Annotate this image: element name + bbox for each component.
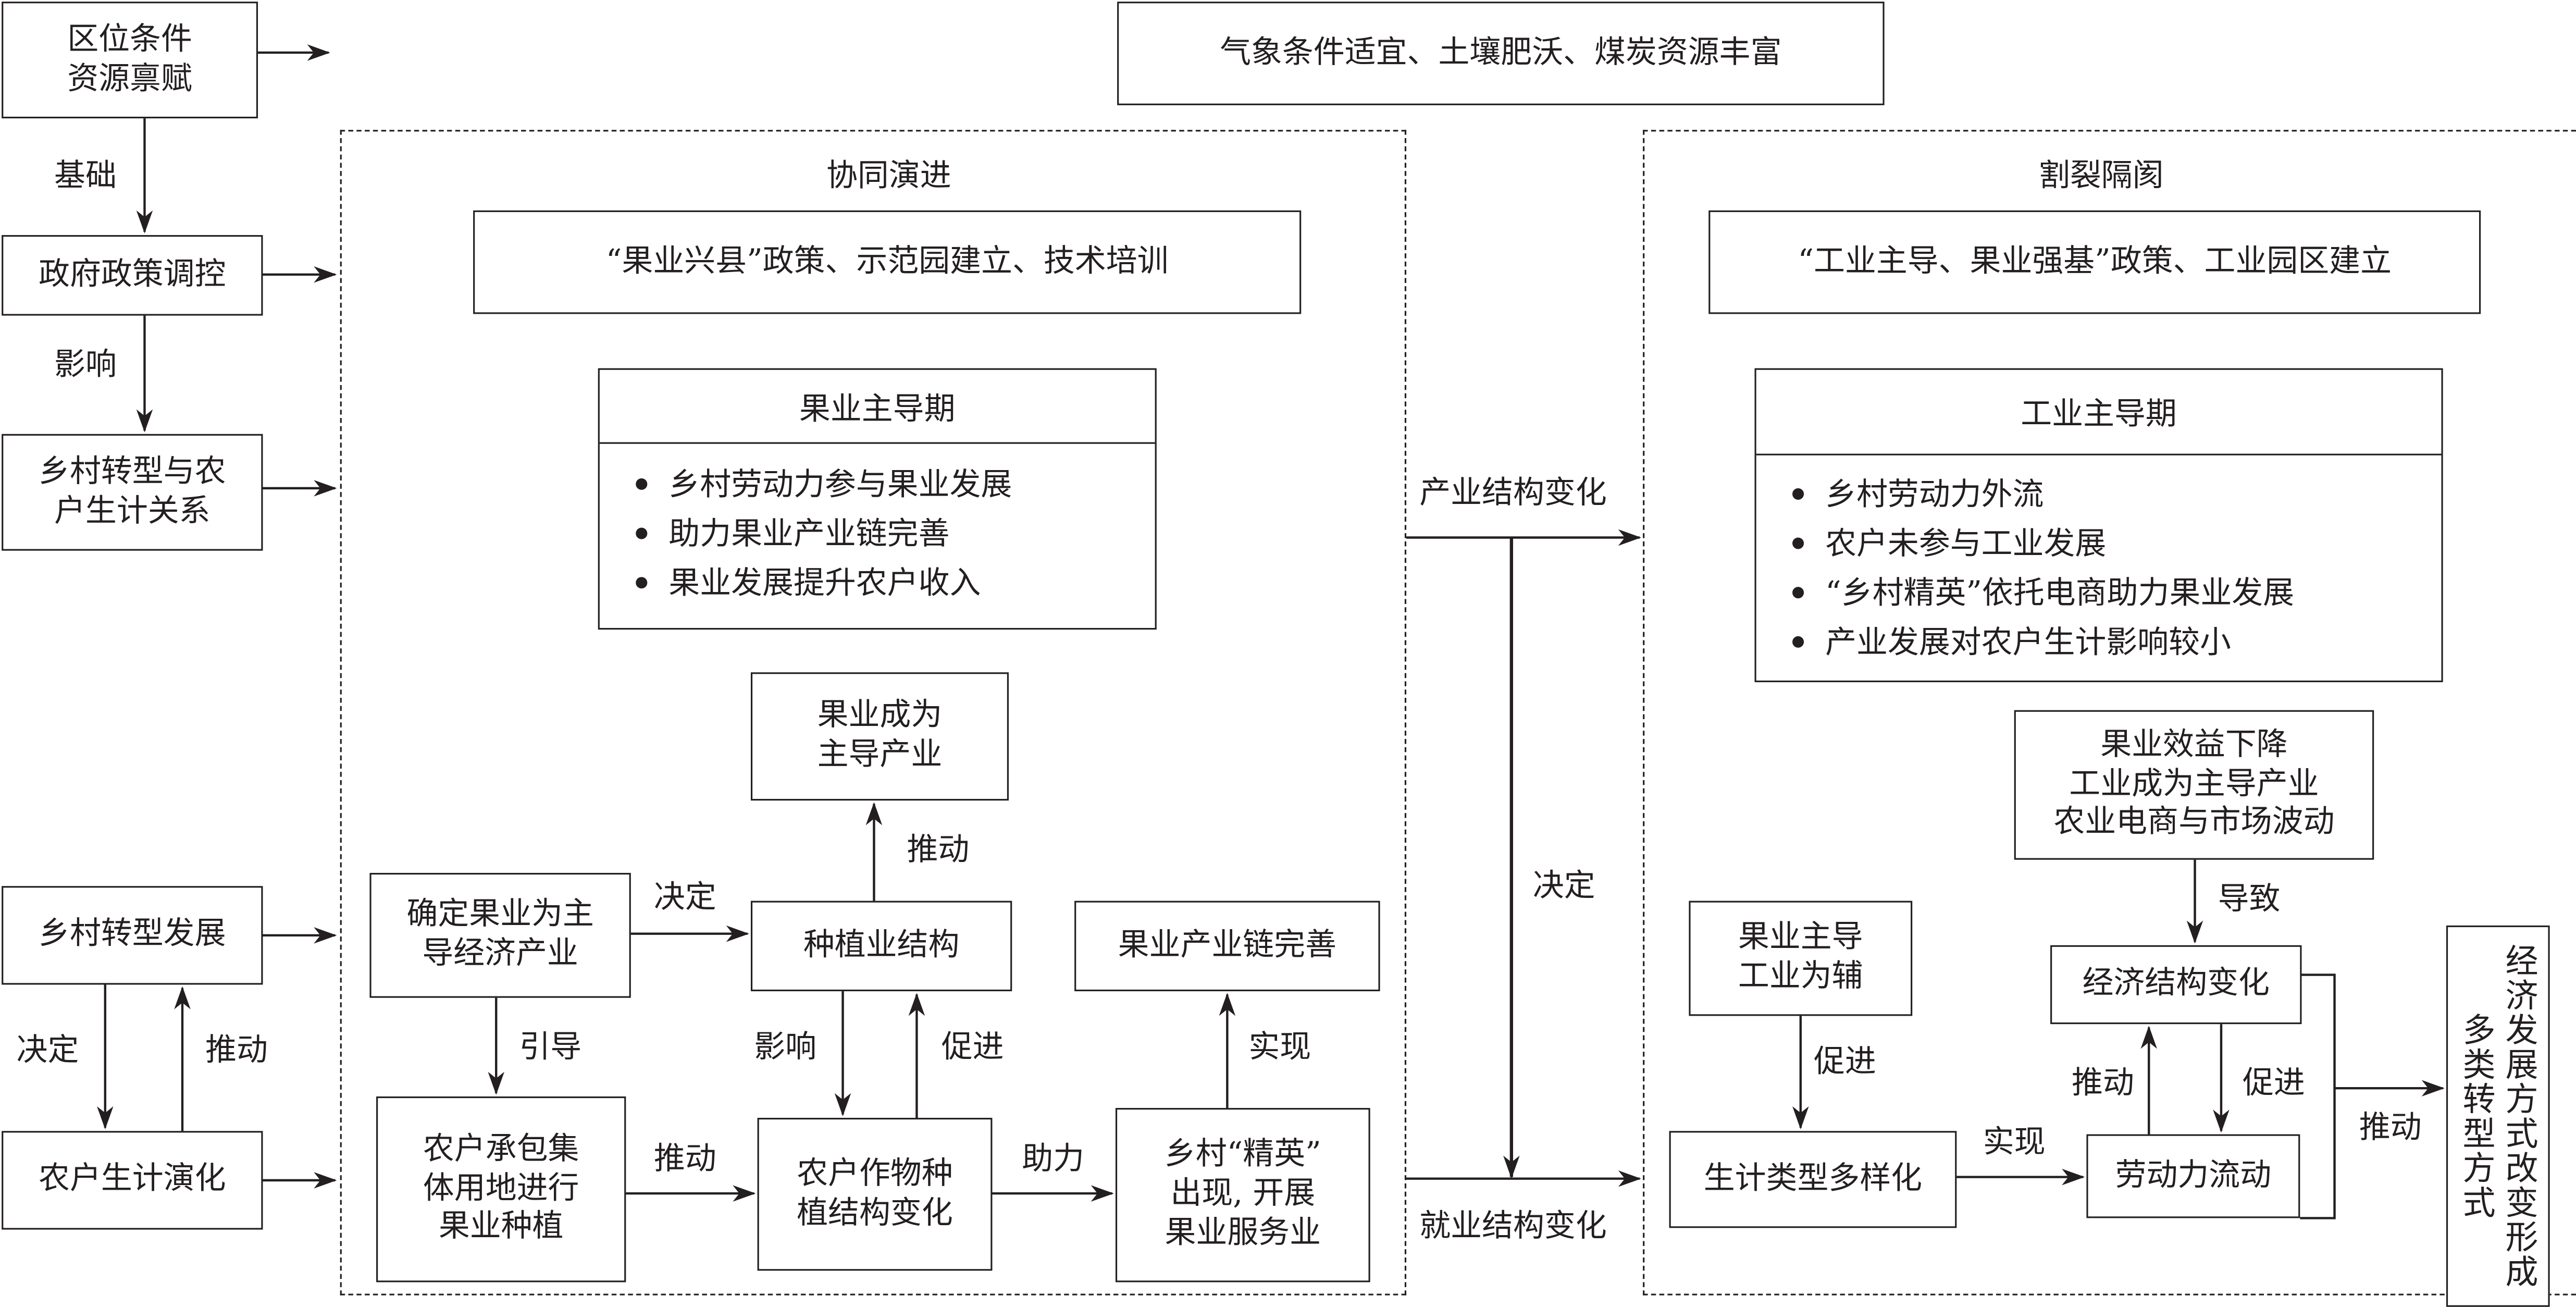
bullet-icon <box>636 577 648 589</box>
gov-policy-box: 政府政策调控 <box>2 235 263 316</box>
label-promote-synergy: 促进 <box>941 1029 1004 1066</box>
fruit-dominant-box: 果业成为 主导产业 <box>750 672 1009 801</box>
label-realize-split: 实现 <box>1983 1124 2046 1161</box>
list-item-text: 农户未参与工业发展 <box>1825 526 2107 562</box>
label-influence: 影响 <box>54 347 117 383</box>
relationship-box: 乡村转型与农 户生计关系 <box>2 434 263 551</box>
fruit-main-aux-box: 果业主导 工业为辅 <box>1689 901 1913 1016</box>
list-item: 乡村劳动力参与果业发展 <box>636 460 1155 510</box>
list-item-text: 乡村劳动力参与果业发展 <box>668 466 1012 503</box>
livelihood-diverse-box: 生计类型多样化 <box>1669 1131 1957 1228</box>
fruit-period-box: 果业主导期 乡村劳动力参与果业发展 助力果业产业链完善 果业发展提升农户收入 <box>598 368 1157 630</box>
rural-transform-box: 乡村转型发展 <box>2 886 263 985</box>
split-title: 割裂隔阂 <box>2038 157 2164 194</box>
industry-period-title: 工业主导期 <box>1756 370 2442 455</box>
label-employment-change: 就业结构变化 <box>1419 1208 1607 1244</box>
label-decide-middle: 决定 <box>1532 868 1595 904</box>
crop-change-box: 农户作物种 植结构变化 <box>757 1117 993 1271</box>
conditions-box: 气象条件适宜、土壤肥沃、煤炭资源丰富 <box>1117 2 1885 105</box>
bullet-icon <box>1792 636 1804 648</box>
label-industry-change: 产业结构变化 <box>1419 475 1607 512</box>
bullet-icon <box>1792 537 1804 549</box>
list-item: 果业发展提升农户收入 <box>636 559 1155 608</box>
label-push-up-synergy: 推动 <box>907 832 970 868</box>
fruit-period-title: 果业主导期 <box>599 370 1155 444</box>
contract-land-box: 农户承包集 体用地进行 果业种植 <box>376 1096 626 1283</box>
list-item-text: 助力果业产业链完善 <box>668 516 950 552</box>
label-push-left: 推动 <box>205 1032 268 1069</box>
synergy-title: 协同演进 <box>826 157 951 194</box>
fruit-policy-box: “果业兴县”政策、示范园建立、技术培训 <box>473 210 1302 314</box>
list-item-text: 果业发展提升农户收入 <box>668 565 981 602</box>
planting-structure-box: 种植业结构 <box>750 901 1012 992</box>
label-promote-down-split: 促进 <box>2242 1065 2305 1102</box>
list-item: 乡村劳动力外流 <box>1792 470 2441 520</box>
bullet-icon <box>636 478 648 490</box>
label-influence-synergy: 影响 <box>754 1029 817 1066</box>
label-assist: 助力 <box>1022 1141 1085 1177</box>
decline-box: 果业效益下降 工业成为主导产业 农业电商与市场波动 <box>2014 710 2374 860</box>
outcome-box: 经济发展方式改变形成多类转型方式 <box>2446 925 2550 1307</box>
fruit-period-list: 乡村劳动力参与果业发展 助力果业产业链完善 果业发展提升农户收入 <box>600 444 1155 608</box>
chain-complete-box: 果业产业链完善 <box>1074 901 1380 992</box>
bullet-icon <box>1792 587 1804 599</box>
label-guide: 引导 <box>519 1029 582 1066</box>
label-push-up-split: 推动 <box>2072 1065 2134 1102</box>
label-promote-left-split: 促进 <box>1814 1044 1876 1080</box>
split-panel <box>1643 130 2576 1296</box>
label-realize-synergy: 实现 <box>1248 1029 1311 1066</box>
industry-period-list: 乡村劳动力外流 农户未参与工业发展 “乡村精英”依托电商助力果业发展 产业发展对… <box>1756 455 2442 668</box>
list-item: 助力果业产业链完善 <box>636 510 1155 559</box>
label-push-right-split: 推动 <box>2359 1109 2422 1146</box>
bullet-icon <box>1792 488 1804 500</box>
list-item: 农户未参与工业发展 <box>1792 520 2441 569</box>
label-lead: 导致 <box>2218 881 2281 918</box>
industry-period-box: 工业主导期 乡村劳动力外流 农户未参与工业发展 “乡村精英”依托电商助力果业发展… <box>1754 368 2443 683</box>
labor-flow-box: 劳动力流动 <box>2086 1134 2300 1218</box>
location-resources-box: 区位条件 资源禀赋 <box>2 2 258 119</box>
livelihood-evolution-box: 农户生计演化 <box>2 1131 263 1230</box>
list-item-text: “乡村精英”依托电商助力果业发展 <box>1825 575 2295 612</box>
synergy-panel <box>340 130 1407 1296</box>
label-decide-left: 决定 <box>16 1032 79 1069</box>
economic-structure-box: 经济结构变化 <box>2050 945 2302 1025</box>
label-push-synergy: 推动 <box>653 1141 716 1177</box>
bullet-icon <box>636 527 648 539</box>
list-item: “乡村精英”依托电商助力果业发展 <box>1792 569 2441 618</box>
bracket-to-outcome <box>2300 973 2336 1219</box>
decide-fruit-box: 确定果业为主 导经济产业 <box>369 872 631 998</box>
label-basis: 基础 <box>54 157 117 194</box>
elite-services-box: 乡村“精英” 出现, 开展 果业服务业 <box>1115 1108 1370 1283</box>
list-item-text: 乡村劳动力外流 <box>1825 476 2044 513</box>
list-item-text: 产业发展对农户生计影响较小 <box>1825 624 2231 661</box>
label-decide-synergy: 决定 <box>653 879 716 916</box>
industry-policy-box: “工业主导、果业强基”政策、工业园区建立 <box>1708 210 2481 314</box>
list-item: 产业发展对农户生计影响较小 <box>1792 618 2441 668</box>
